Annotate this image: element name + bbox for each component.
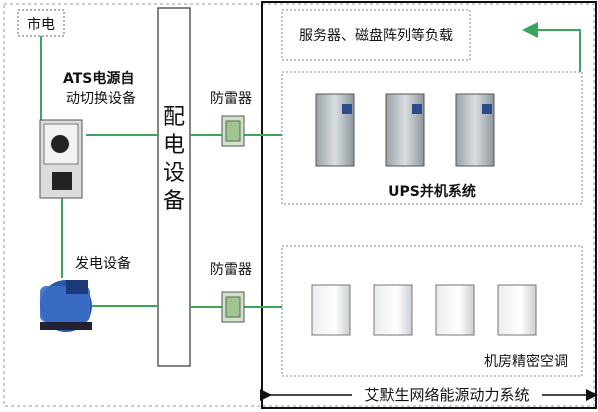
ac-units — [311, 284, 537, 336]
servers-label: 服务器、磁盘阵列等负载 — [299, 27, 453, 44]
surge-bottom-device — [221, 291, 245, 323]
outer-boundary — [3, 3, 595, 407]
ats-device — [39, 119, 83, 199]
mains-box — [17, 9, 65, 37]
distribution-char: 电 — [163, 133, 185, 158]
distribution-char: 配 — [163, 105, 185, 130]
system-label: 艾默生网络能源动力系统 — [364, 386, 529, 404]
servers-box — [281, 9, 471, 61]
surge-top-label: 防雷器 — [210, 91, 252, 107]
ac-unit — [435, 284, 475, 336]
distribution-char: 备 — [163, 189, 185, 214]
ac-unit — [373, 284, 413, 336]
ups-cabinet-panel — [412, 104, 422, 114]
system-label-bg — [352, 385, 542, 403]
mains-label: 市电 — [27, 16, 55, 33]
ac-label: 机房精密空调 — [484, 353, 568, 370]
ats-label-line1: ATS电源自 — [63, 70, 134, 87]
distribution-box — [157, 7, 191, 367]
generator-device — [40, 280, 92, 332]
ups-cabinet-panel — [482, 104, 492, 114]
ups-cabinets — [315, 93, 495, 167]
ac-unit — [497, 284, 537, 336]
surge-bottom-label: 防雷器 — [210, 262, 252, 278]
surge-top-device — [221, 115, 245, 147]
ups-label: UPS并机系统 — [388, 183, 476, 200]
generator-label: 发电设备 — [75, 255, 131, 272]
ac-unit — [311, 284, 351, 336]
distribution-char: 设 — [163, 161, 185, 186]
ups-cabinet-panel — [342, 104, 352, 114]
system-frame — [261, 1, 597, 409]
ats-label-line2: 动切换设备 — [66, 90, 136, 107]
